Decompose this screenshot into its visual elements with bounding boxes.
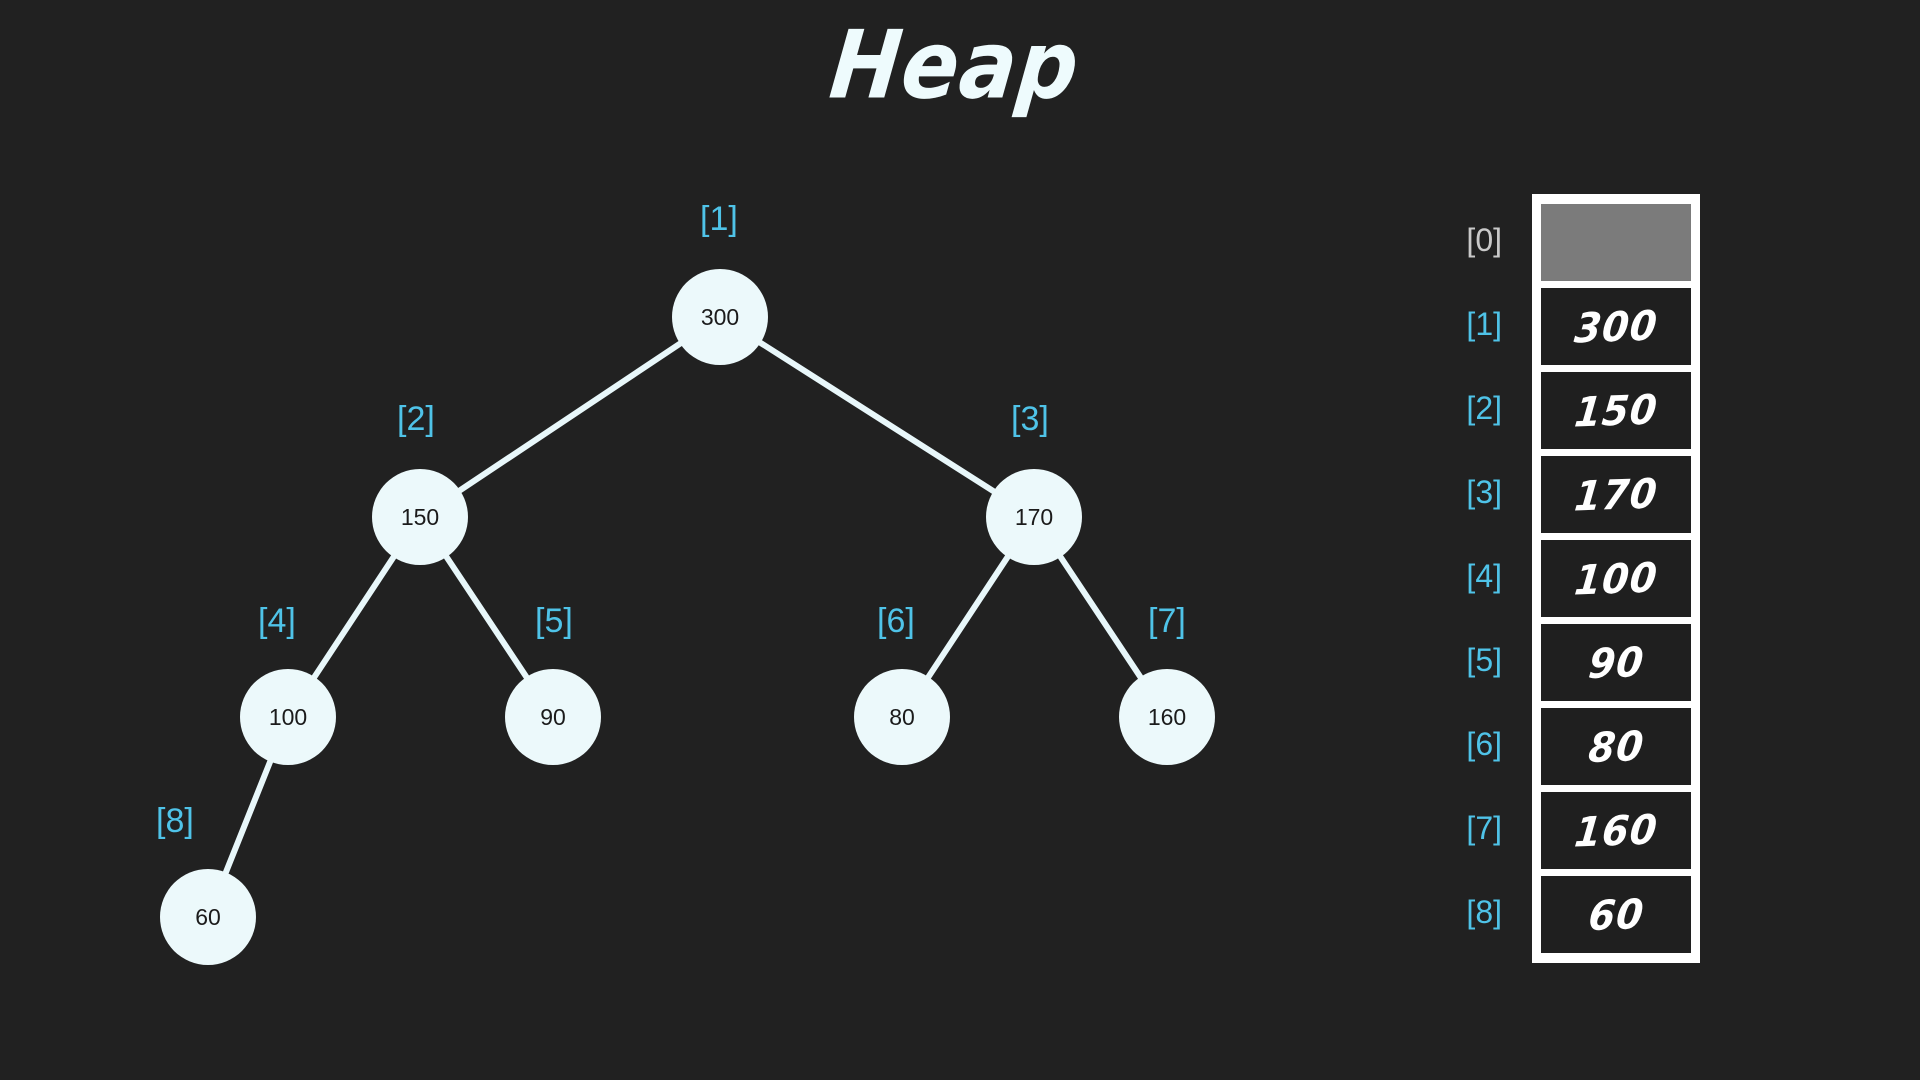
array-index-label: [7]	[1466, 809, 1502, 846]
tree-node[interactable]: 90	[505, 669, 601, 765]
array-cell-value: 60	[1585, 889, 1647, 940]
tree-node-index-label: [5]	[535, 602, 573, 640]
array-cell-value: 300	[1572, 301, 1660, 352]
heap-tree: [1] 300 [2] 150 [3] 170 [4] 100 [5] 90 [6] 80 [7] 160…	[156, 200, 1215, 965]
tree-node-index-label: [1]	[700, 200, 738, 238]
array-cell[interactable]: 100	[1541, 540, 1691, 617]
tree-edge	[417, 314, 723, 520]
tree-node[interactable]: 80	[854, 669, 950, 765]
tree-node-value: 300	[700, 303, 740, 330]
tree-node-index-label: [6]	[877, 602, 915, 640]
array-cell-value: 100	[1572, 553, 1660, 604]
tree-node-index-label: [2]	[397, 400, 435, 438]
array-cell-value: 80	[1585, 721, 1647, 772]
tree-node-value: 100	[268, 703, 308, 730]
array-cell-value: 90	[1585, 637, 1647, 688]
array-cell[interactable]: 160	[1541, 792, 1691, 869]
tree-node-value: 160	[1147, 703, 1187, 730]
tree-node[interactable]: 150	[372, 469, 468, 565]
tree-node-index-label: [8]	[156, 802, 194, 840]
tree-node[interactable]: 170	[986, 469, 1082, 565]
array-cell-value: 170	[1572, 469, 1660, 520]
array-cell-value: 150	[1572, 385, 1660, 436]
array-index-label: [8]	[1466, 893, 1502, 930]
array-index-label: [6]	[1466, 725, 1502, 762]
tree-edge	[717, 314, 1037, 520]
array-index-label: [3]	[1466, 473, 1502, 510]
array-index-label: [0]	[1466, 221, 1502, 258]
tree-node-value: 60	[195, 903, 221, 930]
tree-node[interactable]: 100	[240, 669, 336, 765]
array-cell[interactable]: 150	[1541, 372, 1691, 449]
array-cell[interactable]: 90	[1541, 624, 1691, 701]
array-index-label: [5]	[1466, 641, 1502, 678]
tree-node-value: 170	[1014, 503, 1054, 530]
tree-node-index-label: [4]	[258, 602, 296, 640]
tree-node-value: 80	[889, 703, 915, 730]
array-frame: 300 150 170 100 90 80 160 60	[1532, 194, 1700, 963]
array-cell-value: 160	[1572, 805, 1660, 856]
array-cell[interactable]: 60	[1541, 876, 1691, 953]
array-index-label: [4]	[1466, 557, 1502, 594]
tree-node[interactable]: 60	[160, 869, 256, 965]
tree-node-value: 90	[540, 703, 566, 730]
array-index-label: [2]	[1466, 389, 1502, 426]
tree-node[interactable]: 300	[672, 269, 768, 365]
array-cell-empty[interactable]	[1541, 204, 1691, 281]
array-cell[interactable]: 300	[1541, 288, 1691, 365]
array-cell[interactable]: 80	[1541, 708, 1691, 785]
tree-node-index-label: [7]	[1148, 602, 1186, 640]
tree-node-value: 150	[400, 503, 440, 530]
array-cell[interactable]: 170	[1541, 456, 1691, 533]
tree-node-index-label: [3]	[1011, 400, 1049, 438]
array-index-label: [1]	[1466, 305, 1502, 342]
tree-node[interactable]: 160	[1119, 669, 1215, 765]
